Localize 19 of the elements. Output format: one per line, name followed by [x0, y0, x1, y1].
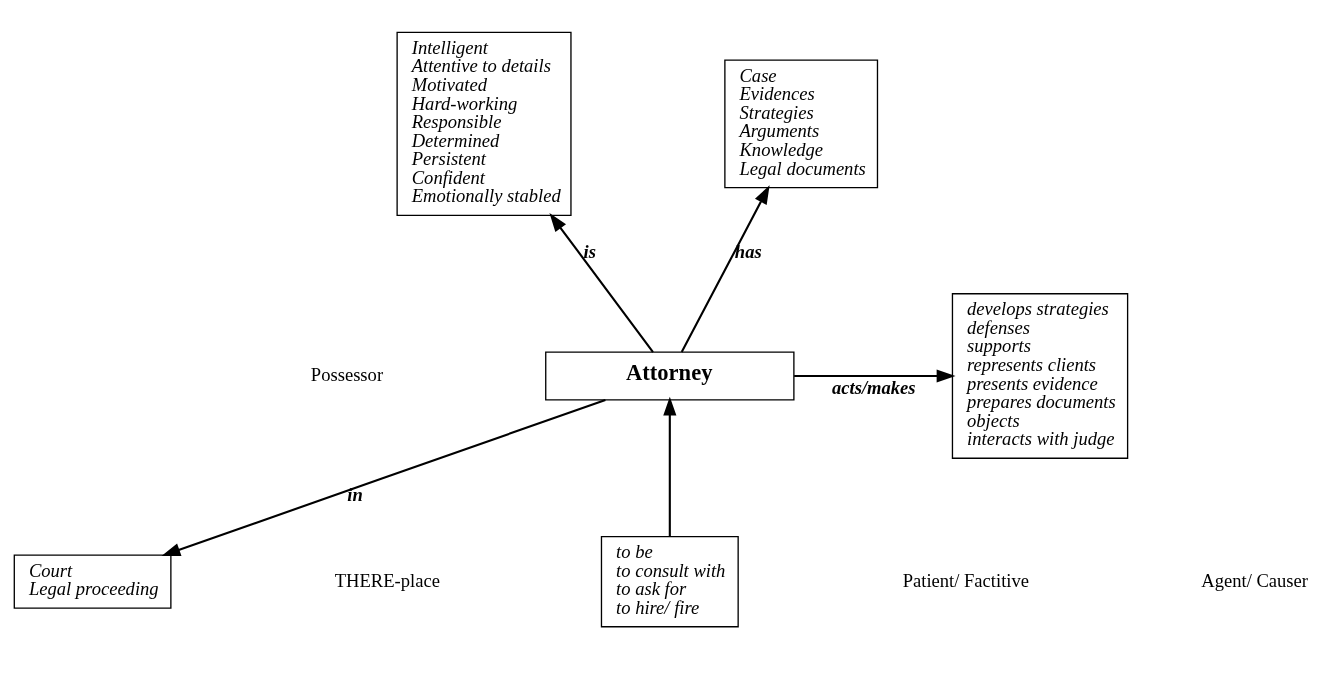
label: Possessor [310, 363, 384, 385]
arrow [161, 398, 606, 557]
label: THERE-place [334, 569, 440, 591]
label: Patient/ Factitive [902, 569, 1030, 591]
arrow [680, 185, 770, 353]
label: Agent/ Causer [1201, 569, 1308, 591]
node-box: to be to consult with to ask for to hire/ fire [600, 535, 739, 628]
node-box: Case Evidences Strategies Arguments Knowledge Legal documents [724, 59, 879, 189]
arrow [549, 213, 654, 353]
node-box: develops strategies defenses supports represents clients presents evidence prepares documents objects interacts with judge [951, 293, 1129, 459]
edge-label: in [347, 483, 363, 505]
arrow [794, 369, 956, 383]
node-box: Intelligent Attentive to details Motivated Hard-working Responsible Determined Persistent Confident Emotionally stabled [396, 31, 572, 217]
node-box: Attorney [545, 351, 795, 401]
edge-label: acts/makes [832, 376, 916, 398]
node-box: Court Legal proceeding [13, 554, 172, 609]
arrow [663, 396, 677, 537]
edge-label: has [734, 241, 762, 263]
edge-label: is [583, 241, 596, 263]
